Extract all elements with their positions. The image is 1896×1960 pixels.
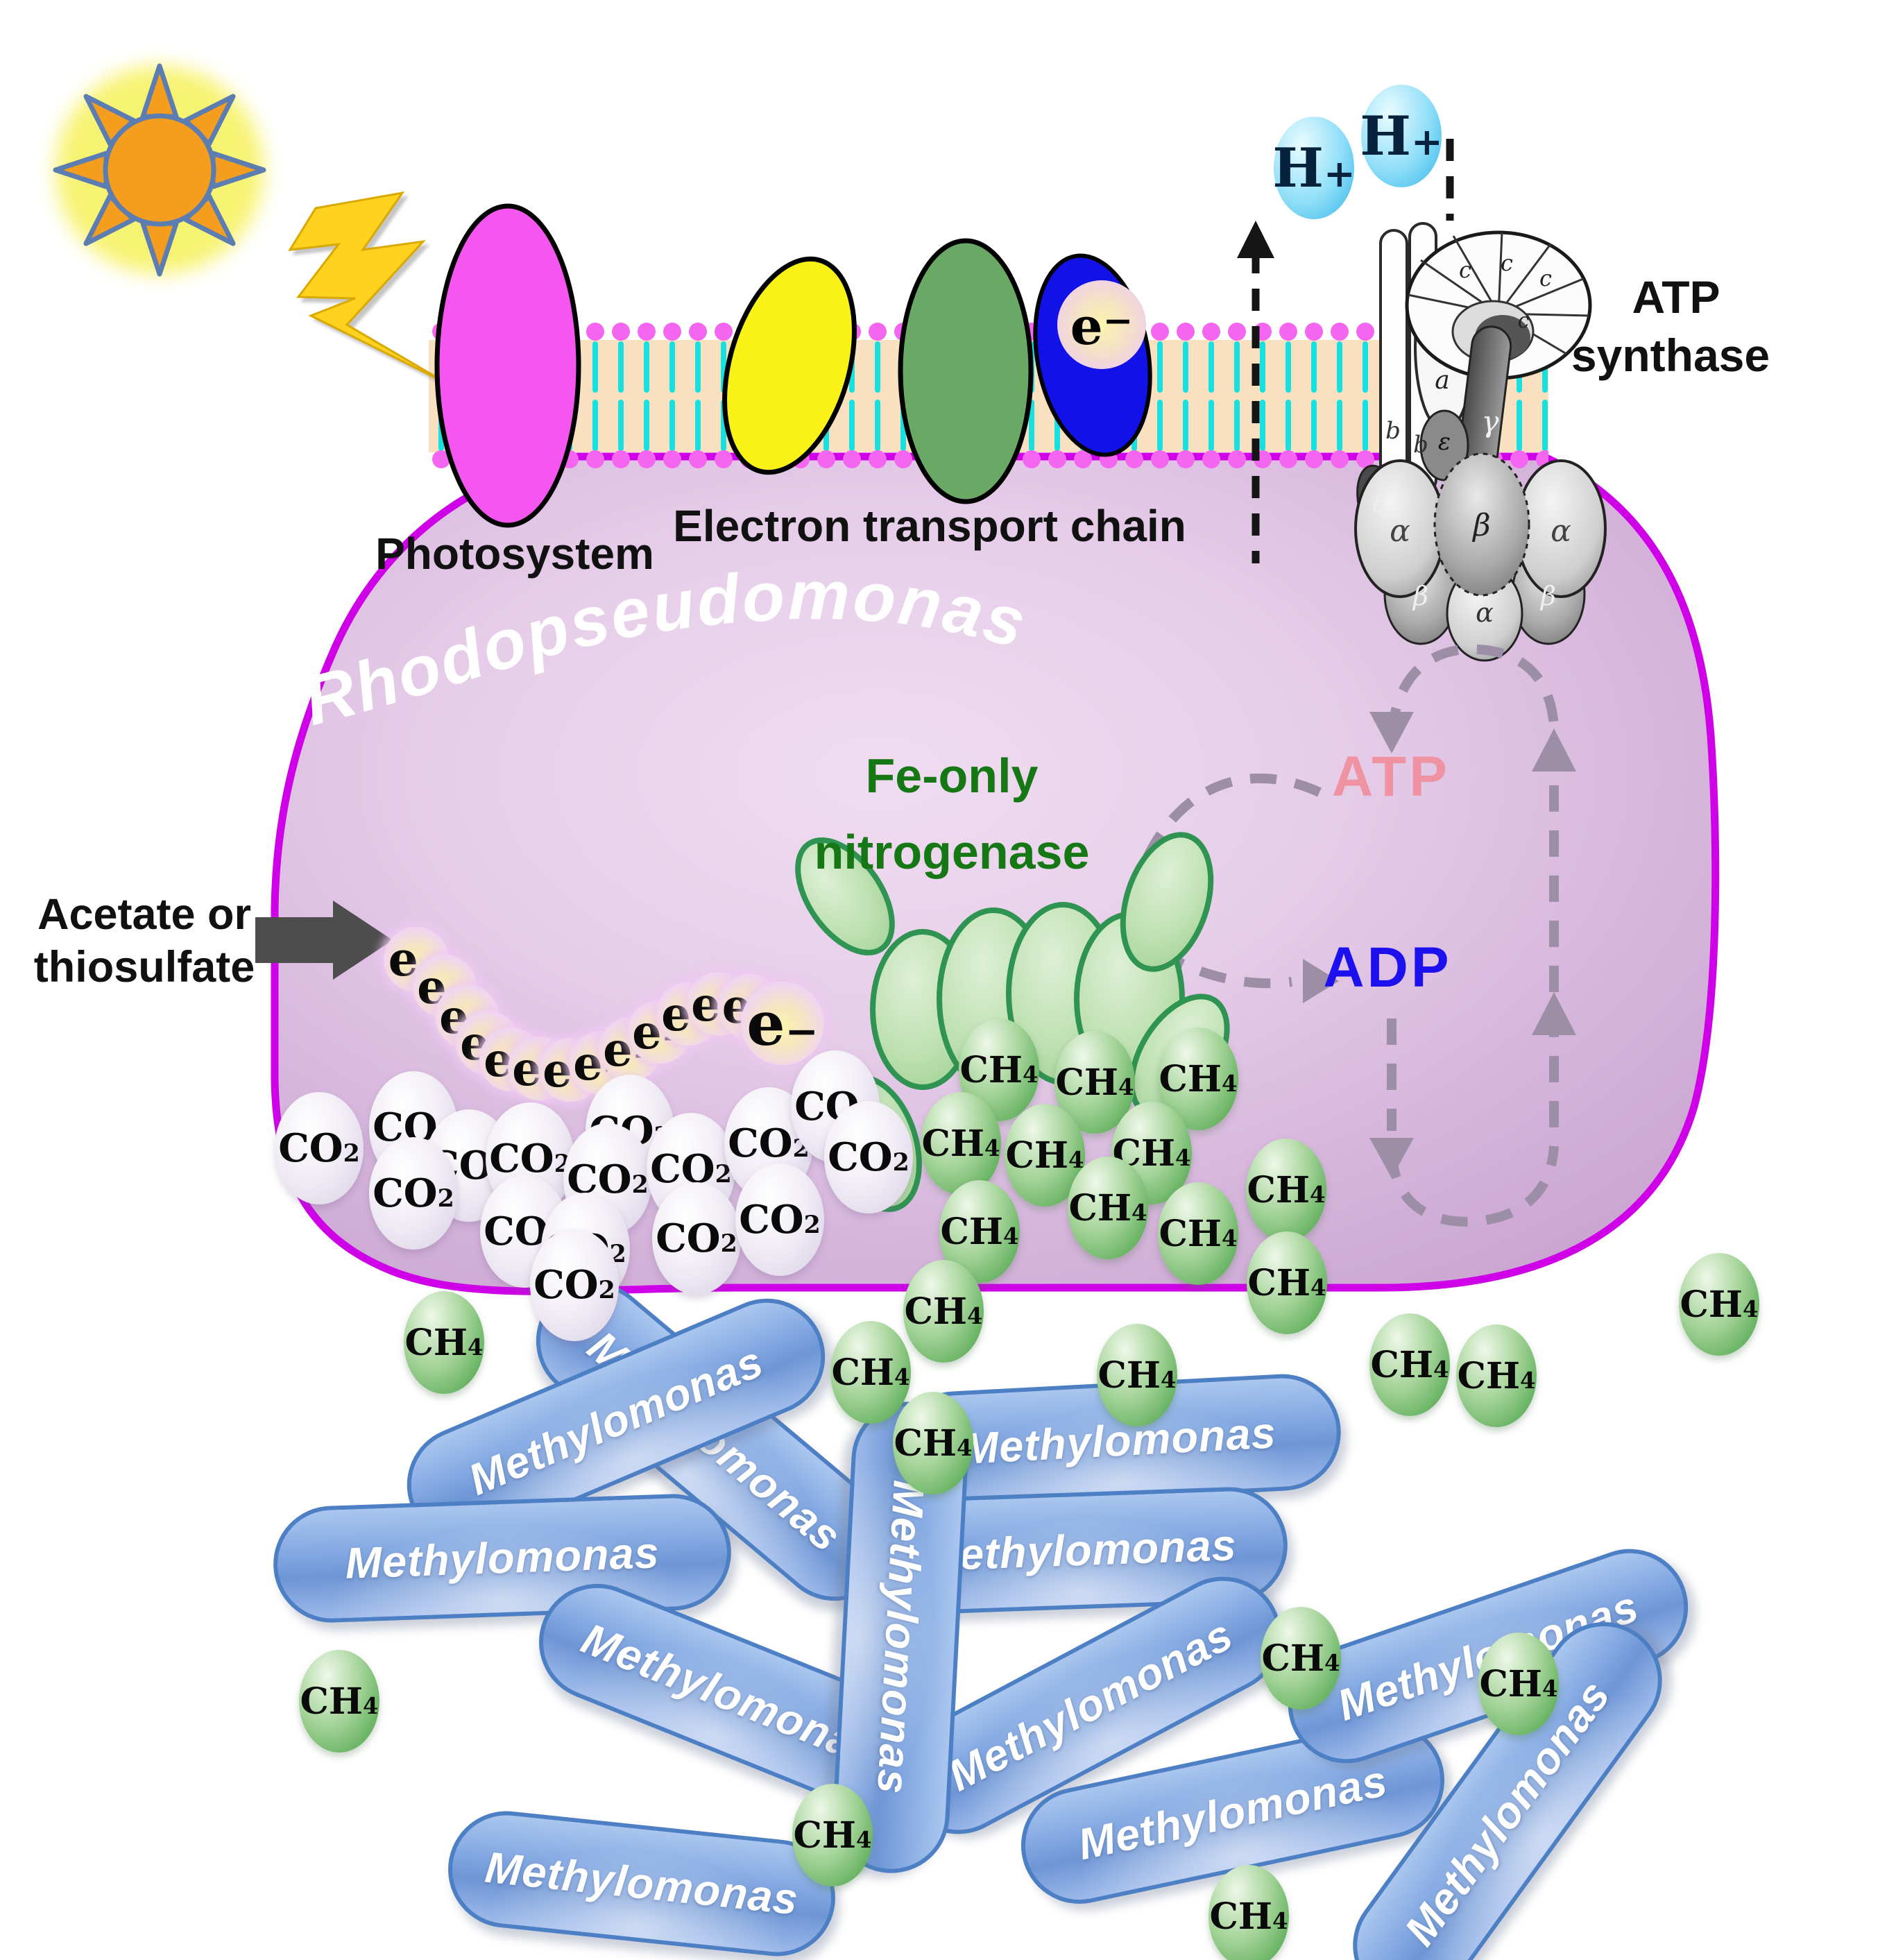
ch4-molecule: CH4 (1261, 1607, 1341, 1710)
atp-synthase-subunit-letter: β (1539, 581, 1556, 611)
ch4-molecule: CH4 (1158, 1028, 1238, 1130)
ch4-molecule: CH4 (1679, 1253, 1759, 1356)
ch4-molecule: CH4 (1111, 1102, 1192, 1204)
atp-synthase-subunit-letter: b (1385, 417, 1401, 445)
co2-molecule: CO2 (480, 1175, 569, 1288)
h-plus-ion: H+ (1360, 85, 1443, 187)
co2-molecule: CO2 (652, 1182, 741, 1295)
proton-out-arrowhead (1237, 221, 1274, 258)
ch4-molecule: CH4 (792, 1784, 873, 1886)
ch4-molecule: CH4 (959, 1019, 1039, 1121)
atp-synthase-subunit-letter: a (1435, 366, 1449, 395)
ch4-molecule: CH4 (1097, 1324, 1177, 1426)
co2-molecule: CO2 (275, 1092, 364, 1204)
co2-molecule: CO2 (369, 1137, 458, 1250)
atp-synthase-subunit-letter: γ (1481, 404, 1499, 438)
atp-synthase-subunit-letter: α (1390, 513, 1410, 549)
atp-synthase-subunit-letter: c (1501, 250, 1513, 276)
cycle-arrowheads (1303, 712, 1576, 1178)
atp-synthase-subunit-letter: δ (1373, 491, 1387, 518)
ch4-molecule: CH4 (830, 1321, 911, 1424)
ch4-molecule: CH4 (1478, 1633, 1559, 1735)
ch4-molecule: CH4 (1456, 1324, 1537, 1427)
photosystem-oval (434, 203, 581, 528)
electron-particle: e− (741, 982, 824, 1065)
ch4-molecule: CH4 (921, 1092, 1001, 1195)
ch4-molecule: CH4 (1068, 1157, 1148, 1259)
atp-synthase-subunit-letter: β (1471, 508, 1490, 543)
atp-synthase-subunit-letter: ε (1438, 428, 1451, 456)
electron-particle: e− (413, 955, 477, 1019)
ch4-molecule: CH4 (903, 1260, 984, 1363)
atp-synthase-subunit-letter: c (1518, 309, 1530, 333)
atp-synthase-subunit-letter: β (1412, 581, 1428, 611)
light-energy-bolt-icon (288, 191, 448, 385)
ch4-molecule: CH4 (1369, 1313, 1450, 1416)
ch4-molecule: CH4 (404, 1291, 484, 1394)
nitrogenase-subunit (795, 837, 895, 956)
atp-synthase-subunit-letter: b (1413, 431, 1428, 459)
h-plus-ion: H+ (1272, 117, 1356, 219)
ch4-molecule: CH4 (1247, 1232, 1327, 1334)
nitrogenase-subunit (1120, 832, 1214, 972)
etc-complex-ovals: e− (722, 238, 1152, 504)
ch4-molecule: CH4 (1158, 1182, 1238, 1285)
ch4-molecule: CH4 (1246, 1139, 1326, 1241)
ch4-molecule: CH4 (893, 1392, 973, 1494)
atp-synthase-subunit-letter: c (1459, 257, 1471, 283)
atp-synthase-subunit-letter: α (1476, 597, 1494, 628)
sun-icon (53, 63, 266, 277)
atp-synthase-subunit-letter: α (1551, 513, 1571, 549)
substrate-entry-arrow (255, 901, 393, 980)
ch4-molecule: CH4 (299, 1650, 379, 1753)
co2-molecule: CO2 (824, 1101, 913, 1213)
co2-molecule: CO2 (530, 1229, 619, 1341)
ch4-molecule: CH4 (1054, 1031, 1135, 1134)
ch4-molecule: CH4 (1209, 1865, 1289, 1960)
atp-synthase-subunit-letter: c (1539, 265, 1552, 291)
co2-molecule: CO2 (735, 1164, 824, 1276)
